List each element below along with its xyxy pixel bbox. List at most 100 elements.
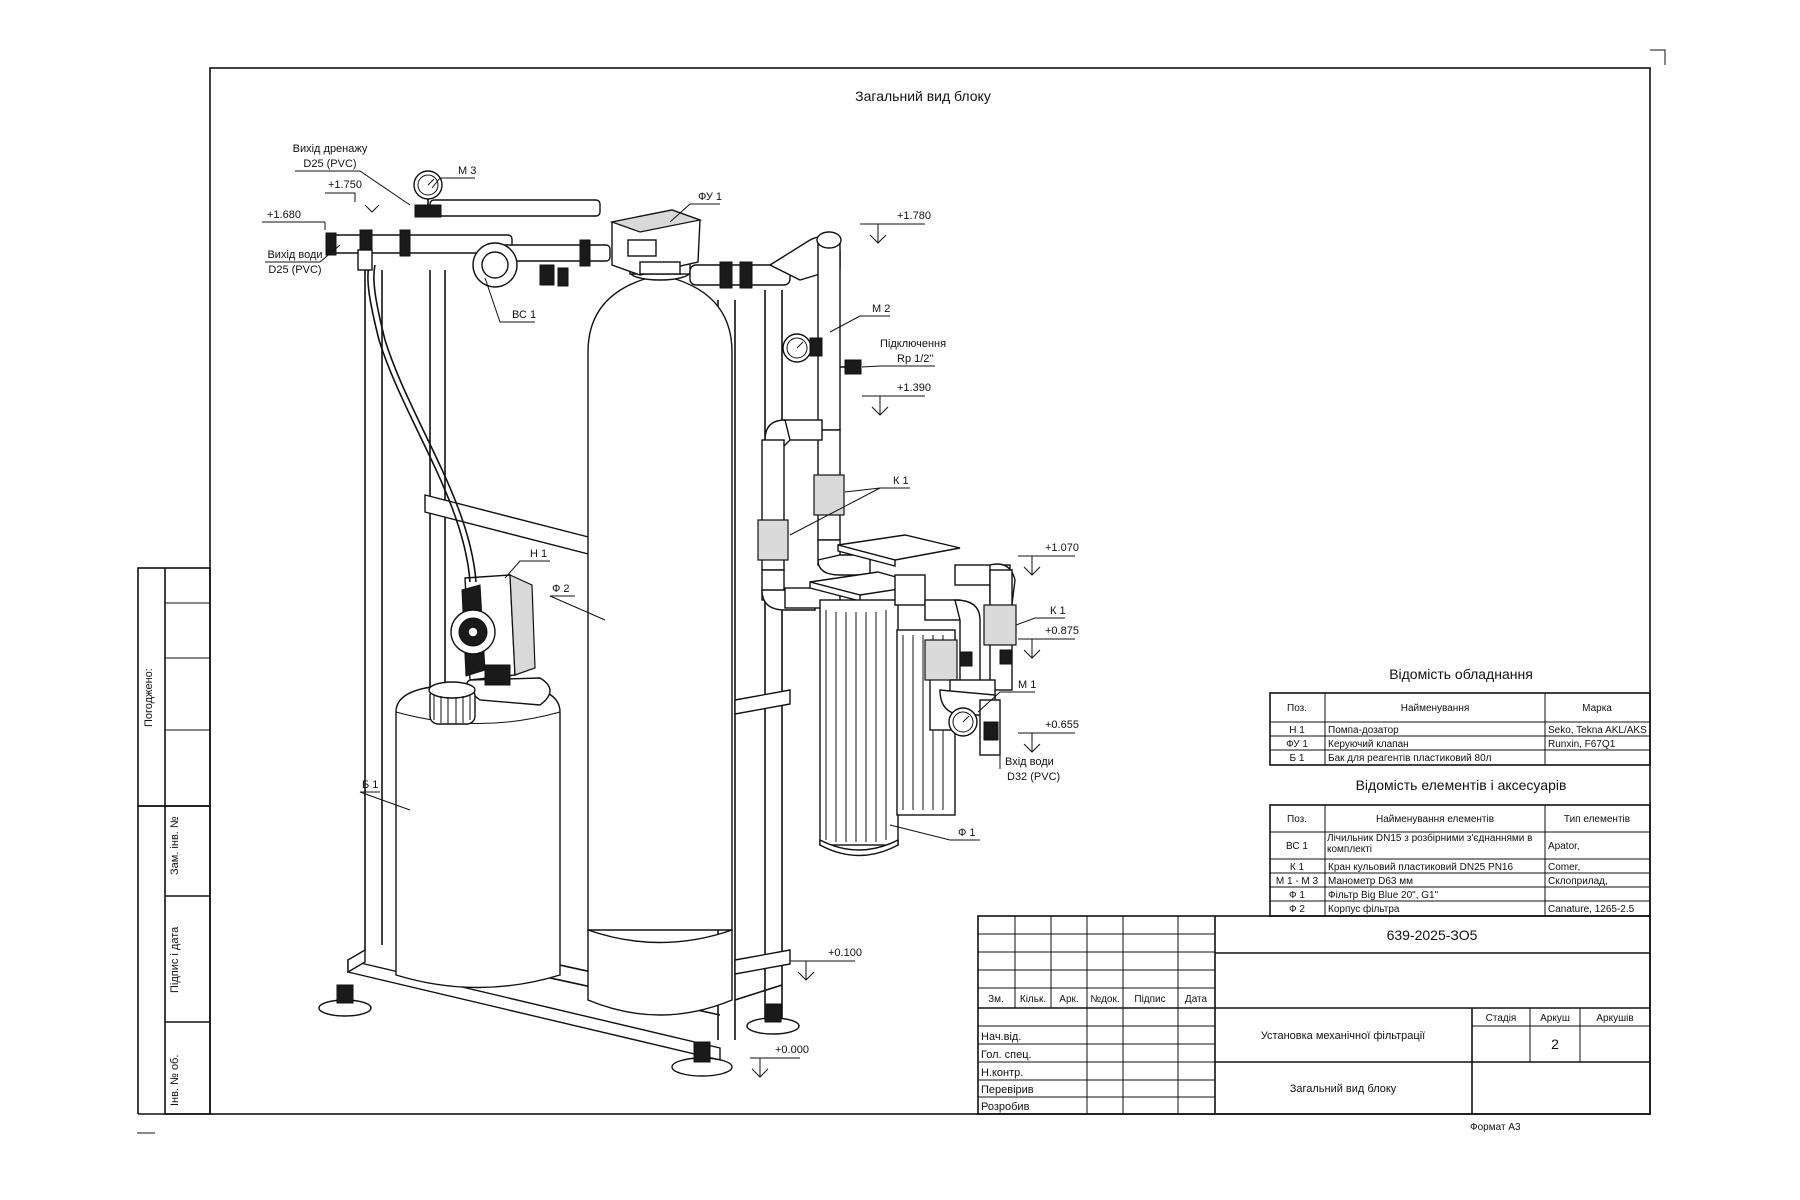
label-m2: М 2: [872, 303, 890, 315]
accessories-table-title: Відомість елементів і аксесуарів: [1356, 777, 1567, 793]
pressure-vessel-f2: [587, 261, 733, 1016]
tb-col-header: №док.: [1090, 994, 1119, 1005]
eq-row-name: Керуючий клапан: [1328, 739, 1409, 750]
eq-row-pos: ФУ 1: [1286, 739, 1308, 750]
label-elev-1750: +1.750: [328, 179, 362, 191]
label-connection-size: Rp 1/2": [897, 353, 933, 365]
stamp-inv-orig: Інв. № об.: [169, 1055, 181, 1106]
gauge-m2: [782, 333, 823, 363]
label-water-inlet: Вхід води: [1005, 756, 1054, 768]
equipment-table-title: Відомість обладнання: [1389, 666, 1533, 682]
dosing-tube: [373, 264, 477, 583]
label-water-outlet-pvc: D25 (PVC): [268, 264, 321, 276]
eq-row-brand: Runxin, F67Q1: [1548, 739, 1616, 750]
reagent-tank-b1: [395, 677, 561, 989]
acc-row-name: Лічильник DN15 з розбірними з'єднаннями …: [1327, 833, 1533, 855]
tb-role: Н.контр.: [981, 1067, 1023, 1079]
sheet-value: 2: [1551, 1036, 1559, 1052]
label-n1: Н 1: [530, 548, 547, 560]
tb-role: Нач.від.: [981, 1031, 1021, 1043]
acc-header-name: Найменування елементів: [1376, 814, 1494, 825]
acc-row-type: Склоприлад,: [1548, 876, 1608, 887]
acc-row-type: Canature, 1265-2.5: [1548, 904, 1635, 915]
gauge-m1: [948, 707, 978, 737]
acc-row-pos: М 1 - М 3: [1276, 876, 1319, 887]
accessories-table: Відомість елементів і аксесуарів Поз. На…: [1269, 777, 1651, 917]
tb-col-header: Арк.: [1059, 994, 1078, 1005]
label-water-outlet: Вихід води: [267, 249, 322, 261]
tb-col-header: Кільк.: [1020, 994, 1046, 1005]
acc-header-pos: Поз.: [1287, 814, 1307, 825]
project-name: Установка механічної фільтрації: [1261, 1030, 1425, 1042]
acc-row-name: Кран кульовий пластиковий DN25 PN16: [1328, 862, 1513, 873]
top-pipework: [325, 199, 842, 431]
doc-number: 639-2025-ЗО5: [1387, 927, 1478, 943]
acc-row-pos: К 1: [1290, 862, 1305, 873]
annotations: Вихід дренажу D25 (PVC) М 3 +1.750 +1.68…: [262, 143, 1079, 1078]
eq-row-pos: Н 1: [1289, 725, 1305, 736]
acc-row-name: Манометр D63 мм: [1328, 876, 1413, 887]
riser-pipework: [757, 359, 871, 611]
tb-col-header: Зм.: [988, 994, 1004, 1005]
lower-pipework: [924, 563, 1017, 756]
stamp-replaced-inv: Зам. інв. №: [169, 816, 181, 875]
acc-header-type: Тип елементів: [1564, 814, 1630, 825]
label-elev-0875: +0.875: [1045, 625, 1079, 637]
label-drain-pvc: D25 (PVC): [303, 158, 356, 170]
sheet-name: Загальний вид блоку: [1290, 1083, 1397, 1095]
acc-row-name: Фільтр Big Blue 20", G1": [1328, 890, 1439, 901]
label-elev-0655: +0.655: [1045, 719, 1079, 731]
eq-row-name: Бак для реагентів пластиковий 80л: [1328, 753, 1492, 764]
label-m3: М 3: [458, 165, 476, 177]
acc-row-type: Comer,: [1548, 862, 1580, 873]
acc-row-name: Корпус фільтра: [1328, 903, 1400, 915]
label-vs1: ВС 1: [512, 309, 536, 321]
label-elev-1780: +1.780: [897, 210, 931, 222]
trim-marks: [137, 49, 1666, 1134]
eq-row-pos: Б 1: [1290, 753, 1305, 764]
label-k1-top: К 1: [893, 475, 909, 487]
format-label: Формат А3: [1470, 1122, 1521, 1133]
sheets-label: Аркушів: [1596, 1013, 1633, 1024]
acc-row-pos: Ф 1: [1289, 890, 1305, 901]
label-f2: Ф 2: [552, 583, 570, 595]
tb-role: Перевірив: [981, 1084, 1034, 1096]
tb-role: Розробив: [981, 1101, 1030, 1113]
drawing-title: Загальний вид блоку: [855, 88, 991, 104]
sheet-label: Аркуш: [1540, 1013, 1570, 1024]
gauge-m3: [413, 170, 443, 218]
eq-header-name: Найменування: [1401, 703, 1470, 714]
label-k1-right: К 1: [1050, 605, 1066, 617]
acc-row-type: Apator,: [1548, 841, 1580, 852]
side-stamp: Погоджено: Зам. інв. № Підпис і дата Інв…: [137, 567, 211, 1115]
stage-label: Стадія: [1486, 1013, 1517, 1024]
equipment-drawing: [318, 170, 1017, 1077]
label-elev-0100: +0.100: [828, 947, 862, 959]
leveling-feet: [318, 984, 800, 1077]
label-elev-0000: +0.000: [775, 1044, 809, 1056]
label-f1: Ф 1: [958, 827, 976, 839]
title-block: 639-2025-ЗО5 Зм. Кільк. Арк. №док. Підпи…: [977, 915, 1651, 1133]
tb-role: Гол. спец.: [981, 1049, 1032, 1061]
stamp-agreed: Погоджено:: [143, 668, 155, 727]
tb-col-header: Дата: [1185, 994, 1208, 1005]
acc-row-pos: Ф 2: [1289, 904, 1305, 915]
label-water-inlet-pvc: D32 (PVC): [1007, 771, 1060, 783]
equipment-table: Відомість обладнання Поз. Найменування М…: [1269, 666, 1651, 766]
label-elev-1070: +1.070: [1045, 542, 1079, 554]
acc-row-pos: ВС 1: [1286, 841, 1308, 852]
label-drain-outlet: Вихід дренажу: [293, 143, 368, 155]
label-connection: Підключення: [880, 338, 946, 350]
control-valve-fu1: [609, 209, 703, 276]
label-elev-1390: +1.390: [897, 382, 931, 394]
eq-header-pos: Поз.: [1287, 703, 1307, 714]
tb-col-header: Підпис: [1134, 994, 1165, 1005]
eq-row-name: Помпа-дозатор: [1328, 725, 1399, 736]
eq-row-brand: Seko, Tekna AKL/AKS: [1548, 725, 1647, 736]
stamp-sign-date: Підпис і дата: [169, 926, 181, 993]
label-elev-1680: +1.680: [267, 209, 301, 221]
label-fu1: ФУ 1: [698, 191, 722, 203]
eq-header-brand: Марка: [1582, 703, 1612, 714]
dosing-pump-n1: [450, 574, 536, 686]
